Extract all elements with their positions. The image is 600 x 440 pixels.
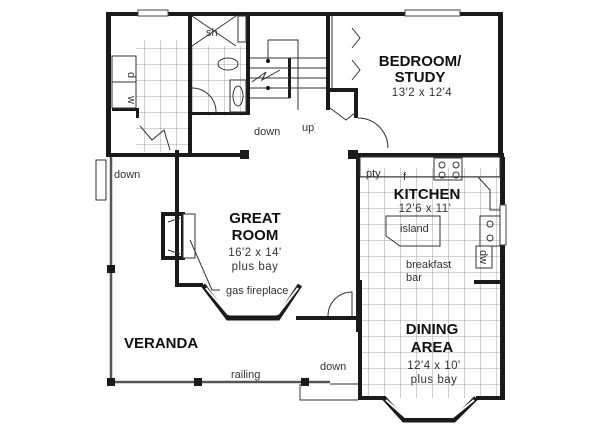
dining-dims: 12'4 x 10' — [407, 360, 461, 372]
dryer-label: d — [125, 72, 137, 78]
porch-down-bottom-label: down — [320, 361, 346, 373]
fridge-label: f — [403, 171, 407, 183]
breakfast-bar-label-1: breakfast — [406, 259, 451, 271]
island-label: island — [400, 223, 429, 235]
bedroom-dims: 13'2 x 12'4 — [392, 87, 453, 99]
bedroom-title-1: BEDROOM/ — [379, 53, 462, 70]
great-room-bay — [201, 283, 303, 321]
great-room-door — [327, 291, 353, 317]
great-room-title-1: GREAT — [229, 210, 280, 227]
dining-title-2: AREA — [411, 339, 454, 356]
bedroom-closet — [329, 16, 389, 149]
kitchen-cabinets — [359, 156, 501, 269]
bath-tile-floor — [192, 46, 248, 116]
great-room-dims: 16'2 x 14' — [228, 247, 282, 259]
laundry — [111, 55, 171, 151]
porch-down-left-label: down — [114, 169, 140, 181]
washer-label: w — [125, 95, 137, 104]
laundry-tile-floor — [136, 40, 188, 152]
veranda-railing — [95, 157, 358, 401]
great-room-extra: plus bay — [232, 261, 279, 273]
staircase — [250, 39, 326, 110]
dining-extra: plus bay — [411, 374, 458, 386]
great-room-title-2: ROOM — [232, 227, 279, 244]
shower-label: sh — [206, 27, 218, 39]
interior-walls — [112, 14, 358, 320]
kitchen-window — [499, 204, 507, 246]
kitchen-title: KITCHEN — [394, 186, 461, 203]
bedroom-window — [404, 9, 461, 17]
laundry-window — [137, 9, 169, 17]
annotation-labels: sh d w down up down down pty f island br… — [114, 27, 489, 381]
bath-fixtures — [191, 15, 247, 113]
breakfast-bar-label-2: bar — [406, 272, 422, 284]
gas-fireplace-label: gas fireplace — [226, 285, 288, 297]
dishwasher-label: dw — [477, 250, 489, 264]
stairs-up-label: up — [302, 122, 314, 134]
gas-fireplace — [161, 212, 220, 291]
railing-label: railing — [231, 369, 260, 381]
bedroom-title-2: STUDY — [395, 69, 446, 86]
pantry-label: pty — [366, 168, 381, 180]
kitchen-dims: 12'6 x 11' — [399, 203, 452, 215]
stairs-down-label: down — [254, 126, 280, 138]
room-labels: BEDROOM/ STUDY 13'2 x 12'4 KITCHEN 12'6 … — [124, 53, 462, 386]
dining-bay — [382, 396, 478, 423]
veranda-title: VERANDA — [124, 335, 198, 352]
dining-title-1: DINING — [406, 321, 459, 338]
